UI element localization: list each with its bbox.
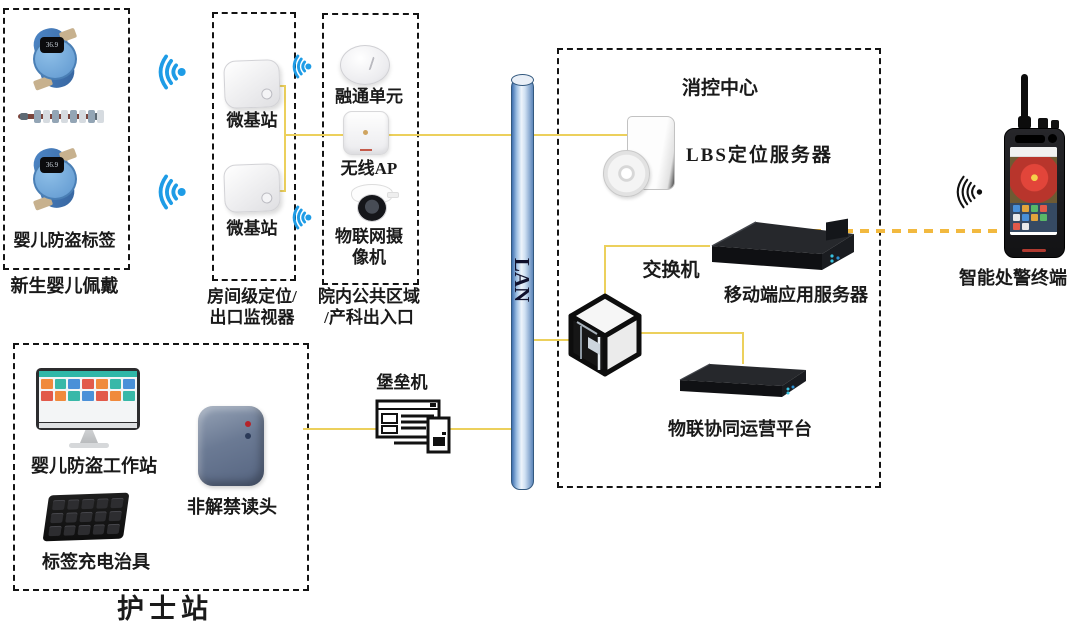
tag-charging-tray xyxy=(42,492,130,542)
nurse-station-caption: 护士站 xyxy=(117,594,213,624)
watch-screen: 36.9 xyxy=(40,37,64,53)
knob xyxy=(1038,118,1048,129)
switch-label: 交换机 xyxy=(642,260,700,281)
watch-screen: 36.9 xyxy=(40,157,64,173)
micro-base-station-1 xyxy=(223,59,281,109)
knob xyxy=(1051,120,1059,129)
wifi-signal-icon xyxy=(944,170,988,214)
control-center-box xyxy=(557,48,881,488)
nurse-station-box xyxy=(13,343,309,591)
baby-wristband-tag-1: 36.9 xyxy=(30,24,78,92)
brand-mark xyxy=(1022,249,1046,252)
public-area-box xyxy=(322,13,419,285)
wifi-signal-icon xyxy=(150,52,190,92)
terminal-label: 智能处警终端 xyxy=(959,268,1067,288)
charger-label: 标签充电治具 xyxy=(42,552,150,572)
fusion-unit-device xyxy=(340,45,390,85)
terminal-body xyxy=(1004,128,1065,258)
newborn-tags-box xyxy=(3,8,130,270)
micro-base-station-2-label: 微基站 xyxy=(226,219,278,238)
mobile-app-server-label: 移动端应用服务器 xyxy=(724,285,868,305)
lbs-server-label: LBS定位服务器 xyxy=(686,145,833,166)
wifi-signal-icon xyxy=(287,53,314,80)
iot-camera-label: 物联网摄 像机 xyxy=(335,227,403,267)
workstation-label: 婴儿防盗工作站 xyxy=(31,456,157,476)
fusion-unit-label: 融通单元 xyxy=(335,87,403,106)
wire-ap-to-lbs xyxy=(284,134,629,136)
lan-bus-cap xyxy=(511,74,534,86)
monitor-base xyxy=(69,443,109,448)
reader-label: 非解禁读头 xyxy=(187,497,277,517)
antenna-base xyxy=(1018,116,1031,129)
control-center-title: 消控中心 xyxy=(681,78,758,99)
app-icons xyxy=(1010,203,1057,232)
monitor-stand xyxy=(80,430,98,443)
wire-station-trunk xyxy=(284,85,286,192)
wire-to-platform xyxy=(742,332,744,364)
cd-disc xyxy=(603,150,650,197)
iot-platform-label: 物联协同运营平台 xyxy=(668,419,812,439)
wireless-alarm-link xyxy=(812,229,1004,233)
network-switch-device xyxy=(568,293,642,384)
ankle-band-tag xyxy=(18,108,104,124)
camera-arm xyxy=(387,192,399,198)
bastion-host-icon xyxy=(374,396,456,463)
micro-base-station-1-label: 微基站 xyxy=(226,111,278,130)
wifi-signal-icon xyxy=(287,204,314,231)
wire-switch-right xyxy=(638,332,744,334)
mobile-app-server-device xyxy=(704,212,858,281)
app-header-bar xyxy=(39,371,137,377)
baby-wristband-tag-2: 36.9 xyxy=(30,144,78,212)
wire-switch-up xyxy=(604,246,606,298)
monitor-screen xyxy=(39,371,137,422)
monitor-chin xyxy=(39,423,137,428)
public-area-caption: 院内公共区域 /产科出入口 xyxy=(318,287,420,327)
micro-base-station-2 xyxy=(223,163,281,213)
wifi-signal-icon xyxy=(150,172,190,212)
bastion-label: 堡垒机 xyxy=(376,373,428,392)
lan-label: LAN xyxy=(510,257,534,303)
antenna xyxy=(1021,74,1028,124)
ankle-band-tip xyxy=(20,113,28,120)
rfid-reader-device xyxy=(198,406,264,486)
room-caption: 房间级定位/ 出口监视器 xyxy=(207,287,297,327)
wireless-ap-label: 无线AP xyxy=(340,159,398,178)
speaker-grill xyxy=(1015,135,1045,143)
room-positioning-box xyxy=(212,12,296,281)
reader-led-red xyxy=(245,421,251,427)
newborn-caption: 新生婴儿佩戴 xyxy=(10,276,119,296)
ankle-band-beads xyxy=(34,110,104,123)
terminal-screen xyxy=(1010,147,1057,235)
wire-to-mobile-server xyxy=(604,245,710,247)
reader-led-dark xyxy=(245,433,251,439)
camera-lens xyxy=(1048,134,1057,143)
app-tile-grid xyxy=(39,377,137,403)
lbs-server-device xyxy=(603,116,675,197)
smart-alarm-terminal-device xyxy=(1000,74,1066,260)
monitor-frame xyxy=(36,368,140,430)
wire-lan-to-switch xyxy=(530,339,572,341)
camera-dome-lens xyxy=(357,194,387,222)
wallpaper xyxy=(1010,157,1057,203)
workstation-monitor xyxy=(36,368,142,456)
status-bar xyxy=(1010,147,1057,157)
wireless-ap-device xyxy=(343,111,389,155)
iot-platform-device xyxy=(674,356,810,405)
iot-camera-device xyxy=(343,184,399,224)
newborn-tags-label: 婴儿防盗标签 xyxy=(13,231,116,250)
